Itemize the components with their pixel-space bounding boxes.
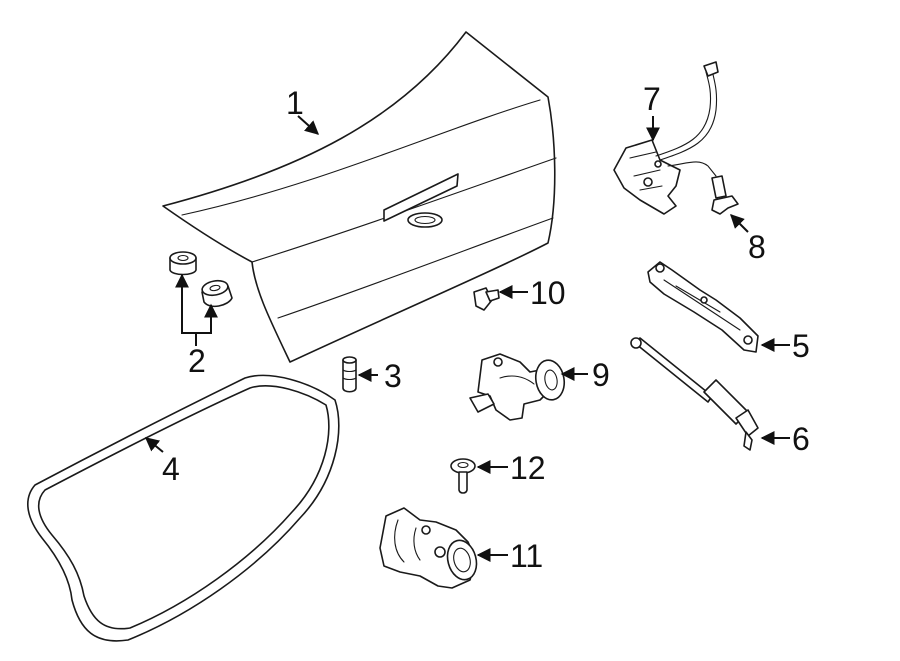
bolt-part	[473, 287, 500, 311]
trunk-lid-part	[162, 31, 557, 363]
weatherstrip-part	[27, 374, 340, 642]
actuator-part	[379, 507, 478, 589]
callout-12: 12	[510, 450, 546, 486]
callout-labels: 1 2 3 4 5 6 7 8 9 10 12 11	[162, 81, 810, 574]
callout-4: 4	[162, 451, 180, 487]
leader-lines	[144, 115, 790, 562]
bumper-stop-part	[169, 251, 233, 308]
callout-9: 9	[592, 357, 610, 393]
callout-8: 8	[748, 229, 766, 265]
pin-part	[342, 356, 357, 393]
callout-10: 10	[530, 275, 566, 311]
screw-part	[450, 458, 476, 494]
latch-part	[613, 61, 719, 215]
callout-11: 11	[510, 538, 543, 574]
callout-2: 2	[188, 343, 206, 379]
hinge-part	[647, 261, 759, 353]
callout-5: 5	[792, 328, 810, 364]
callout-3: 3	[384, 358, 402, 394]
connector-part	[711, 175, 739, 215]
lock-cylinder-part	[469, 353, 566, 421]
callout-1: 1	[286, 85, 304, 121]
callout-6: 6	[792, 421, 810, 457]
callout-7: 7	[643, 81, 661, 117]
lift-strut-part	[630, 337, 759, 451]
